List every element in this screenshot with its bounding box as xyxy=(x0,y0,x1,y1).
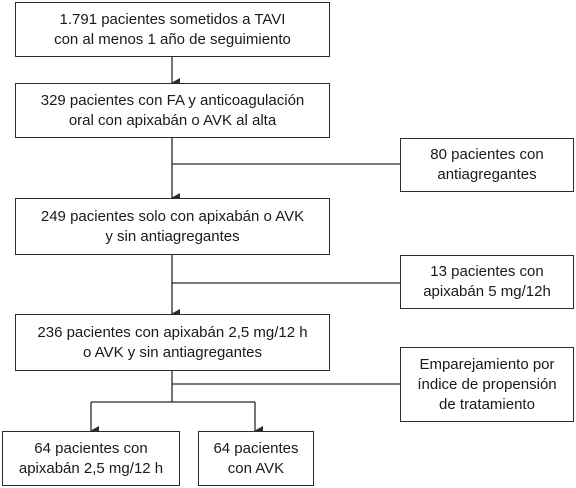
box-grupo-apixaban: 64 pacientes con apixabán 2,5 mg/12 h xyxy=(2,431,180,486)
box-grupo-avk: 64 pacientes con AVK xyxy=(198,431,314,486)
box-excluidos-antiagregantes: 80 pacientes con antiagregantes xyxy=(400,138,574,192)
box-total-pacientes: 1.791 pacientes sometidos a TAVI con al … xyxy=(15,2,330,57)
box-apixaban-25-o-avk: 236 pacientes con apixabán 2,5 mg/12 h o… xyxy=(15,314,330,371)
box-grupo-avk-text: 64 pacientes con AVK xyxy=(213,439,299,477)
box-emparejamiento-propension: Emparejamiento por índice de propensión … xyxy=(400,347,574,422)
box-fa-anticoagulacion: 329 pacientes con FA y anticoagulación o… xyxy=(15,83,330,138)
box-total-pacientes-text: 1.791 pacientes sometidos a TAVI con al … xyxy=(54,10,291,48)
box-excluidos-antiagregantes-text: 80 pacientes con antiagregantes xyxy=(430,146,544,183)
box-fa-anticoagulacion-text: 329 pacientes con FA y anticoagulación o… xyxy=(40,91,305,129)
box-solo-apixaban-avk-text: 249 pacientes solo con apixabán o AVK y … xyxy=(40,207,305,245)
box-excluidos-apixaban-5mg: 13 pacientes con apixabán 5 mg/12h xyxy=(400,255,574,309)
box-excluidos-apixaban-5mg-text: 13 pacientes con apixabán 5 mg/12h xyxy=(423,263,551,300)
box-emparejamiento-propension-text: Emparejamiento por índice de propensión … xyxy=(417,355,557,413)
box-apixaban-25-o-avk-text: 236 pacientes con apixabán 2,5 mg/12 h o… xyxy=(37,323,308,361)
box-grupo-apixaban-text: 64 pacientes con apixabán 2,5 mg/12 h xyxy=(18,439,164,477)
box-solo-apixaban-avk: 249 pacientes solo con apixabán o AVK y … xyxy=(15,198,330,255)
